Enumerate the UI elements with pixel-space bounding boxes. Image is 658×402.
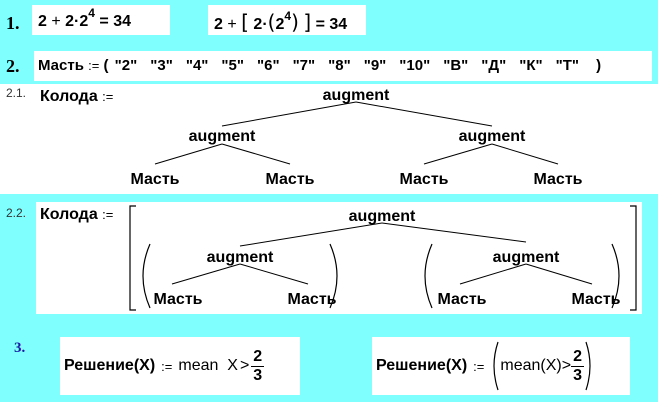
expr-1b-operand: 2 xyxy=(214,16,223,33)
deck-variable-2-1[interactable]: Колода := xyxy=(40,88,113,106)
deck-name: Колода xyxy=(40,88,98,105)
suit-item: "10" xyxy=(399,57,431,74)
suit-item: "9" xyxy=(363,57,387,74)
exponent: 4 xyxy=(88,6,95,20)
section-2-1-number: 2.1. xyxy=(6,86,27,100)
fraction-numerator: 2 xyxy=(571,347,584,367)
function-body: mean X xyxy=(178,357,238,374)
augment-root: augment xyxy=(349,208,416,225)
suit-items: "2" "3" "4" "5" "6" "7" "8" "9" "10" "В" "Д" "К" "Т" xyxy=(115,57,592,74)
plus-sign: + xyxy=(51,13,61,30)
expr-1a-term: 2·2 xyxy=(65,13,89,30)
leaf-suit-1: Масть xyxy=(131,171,180,188)
fraction: 2 3 xyxy=(251,347,265,385)
section-2-2-number: 2.2. xyxy=(6,206,27,220)
expr-1a-operand: 2 xyxy=(38,13,47,30)
suit-item: "4" xyxy=(185,57,209,74)
fraction: 2 3 xyxy=(571,348,584,385)
expr-1b-base: 2 xyxy=(275,16,285,33)
suit-item: "Т" xyxy=(555,57,579,74)
section-3-number: 3. xyxy=(14,340,26,356)
leaf-suit-1: Масть xyxy=(154,291,203,308)
leaf-suit-2: Масть xyxy=(288,291,337,308)
augment-left: augment xyxy=(189,128,256,145)
plus-sign: + xyxy=(227,16,237,33)
greater-than: > xyxy=(239,357,250,374)
suit-variable: Масть xyxy=(38,57,84,74)
expr-1b-term: 2· xyxy=(253,16,268,33)
leaf-suit-4: Масть xyxy=(534,171,583,188)
big-right-paren xyxy=(585,341,591,391)
greater-than: > xyxy=(561,357,572,374)
deck-tree-2-1[interactable]: augment augment augment Масть Масть Маст… xyxy=(0,84,658,194)
assign-operator: := xyxy=(88,58,100,73)
exponent: 4 xyxy=(284,9,292,23)
suit-item: "5" xyxy=(221,57,244,74)
function-name: Решение xyxy=(64,357,134,374)
assign-operator: := xyxy=(161,358,173,374)
leaf-suit-4: Масть xyxy=(572,291,621,308)
function-body: mean(X) xyxy=(500,357,562,374)
deck-variable-2-2: Колода := xyxy=(40,206,113,224)
function-arg: (X) xyxy=(133,357,156,374)
suit-item: "К" xyxy=(519,57,543,74)
function-name: Решение xyxy=(376,357,446,374)
augment-left: augment xyxy=(207,249,274,266)
suit-item: "3" xyxy=(150,57,173,74)
expr-1a-result: = 34 xyxy=(99,13,132,30)
left-paren: ( xyxy=(267,10,276,34)
suit-item: "8" xyxy=(328,57,351,74)
suit-item: "2" xyxy=(114,57,138,74)
suit-definition[interactable]: Масть := ( "2""3""4""5""6""7""8""9""10""… xyxy=(34,51,652,81)
suit-item: "Д" xyxy=(481,57,507,74)
deck-definition-2-2[interactable] xyxy=(36,202,642,314)
left-bracket: [ xyxy=(241,10,249,34)
deck-name: Колода xyxy=(40,206,98,223)
augment-right: augment xyxy=(493,249,560,266)
augment-root: augment xyxy=(323,87,390,104)
function-arg: (X) xyxy=(445,357,468,374)
solution-definition-1[interactable]: Решение(X) := mean X > 2 3 xyxy=(60,337,300,395)
solution-definition-2[interactable]: Решение(X) := mean(X) > 2 3 xyxy=(372,337,630,395)
expr-1b-result: = 34 xyxy=(315,16,348,33)
suit-item: "В" xyxy=(443,57,469,74)
section-1-number: 1. xyxy=(6,13,20,33)
section-2-number: 2. xyxy=(6,56,20,76)
fraction-denominator: 3 xyxy=(573,366,582,384)
vector-close-paren: ) xyxy=(596,57,602,74)
section-2-1-panel xyxy=(0,84,658,194)
assign-operator: := xyxy=(473,358,485,374)
vector-open-paren: ( xyxy=(103,57,109,74)
deck-tree-2-2: augment augment augment Масть Масть Маст… xyxy=(129,205,637,311)
suit-item: "6" xyxy=(256,57,280,74)
right-bracket: ] xyxy=(303,10,312,34)
leaf-suit-2: Масть xyxy=(266,171,315,188)
expression-1b[interactable]: 2 + [ 2·(24) ] = 34 xyxy=(208,5,366,35)
big-left-paren xyxy=(493,341,499,391)
right-paren: ) xyxy=(291,10,299,34)
assign-operator: := xyxy=(102,89,114,104)
assign-operator: := xyxy=(102,207,114,222)
leaf-suit-3: Масть xyxy=(438,291,487,308)
fraction-denominator: 3 xyxy=(253,366,263,384)
leaf-suit-3: Масть xyxy=(400,171,449,188)
fraction-numerator: 2 xyxy=(251,347,265,367)
expression-1a[interactable]: 2 + 2·24 = 34 xyxy=(32,5,170,35)
suit-item: "7" xyxy=(292,57,316,74)
augment-right: augment xyxy=(459,128,526,145)
